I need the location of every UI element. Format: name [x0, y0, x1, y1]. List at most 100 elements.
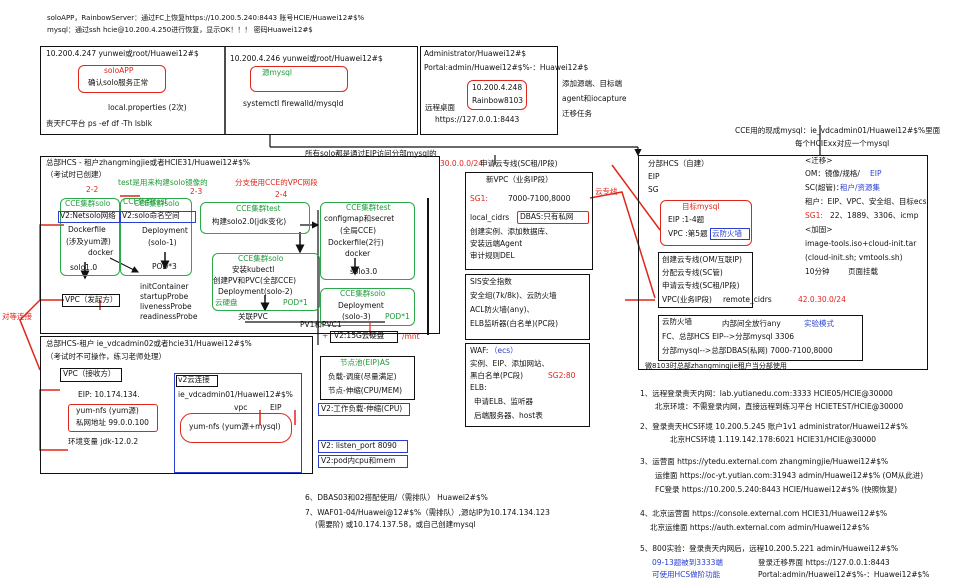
- sg2-80: SG2:80: [548, 371, 576, 380]
- systemctl-label: systemctl firewalld/mysqld: [243, 99, 344, 108]
- dockerfile-1-note: (涉及yum源): [66, 237, 111, 246]
- create-3: 审计规则DEL: [470, 251, 515, 260]
- all-cce: (全局CCE): [340, 226, 377, 235]
- waf-ecs: （ecs）: [490, 346, 518, 355]
- test-note: test是用来构建solo镜像的: [118, 178, 208, 187]
- target-mysql: 目标mysql: [682, 202, 720, 211]
- sg1-label: SG1:: [470, 194, 488, 203]
- waf-box: [465, 343, 590, 427]
- v2-cloud-label-box: [176, 375, 218, 387]
- note-6: 6、DBAS03和02搭配使用/（需排队） Huawei2#$%: [305, 493, 488, 502]
- migrate-label: <迁移>: [805, 156, 833, 165]
- solo-3: (solo-3): [342, 312, 371, 321]
- link-pvc: 关联PVC: [238, 312, 268, 321]
- vpc-ip: VPC(业务IP段): [662, 295, 712, 304]
- cce-test-2: CCE集群test: [236, 204, 281, 213]
- tenant2-title: 总部HCS-租户 ie_vdcadmin02或者hcie31/Huawei12#…: [46, 339, 252, 348]
- elb-1: 申请ELB、监听器: [474, 397, 534, 406]
- cloud-init: (cloud-init.sh; vmtools.sh): [805, 253, 903, 262]
- host2-label: 10.200.4.246 yunwei或root/Huawei12#$: [230, 54, 383, 63]
- right-sg1-ports: 22、1889、3306、icmp: [830, 211, 919, 220]
- item-3c: FC登录 https://10.200.5.240:8443 HCIE/Huaw…: [655, 485, 898, 494]
- waf-2: 黑白名单(PC段): [470, 371, 524, 380]
- v2-work-box: [318, 403, 410, 416]
- task1: 添加源端、目标端: [562, 79, 622, 88]
- item-1a: 1、远程登录责天内网：lab.yutianedu.com:3333 HCIE05…: [640, 389, 893, 398]
- item-4b: 北京运维面 https://auth.external.com admin/Hu…: [650, 523, 870, 532]
- main-title: 总部HCS - 租户zhangmingjie或者HCIE31/Huawei12#…: [46, 158, 251, 167]
- new-vpc: 新VPC（业务IP段）: [486, 175, 553, 184]
- target-mysql-box: [660, 200, 752, 246]
- add-label: <加固>: [805, 225, 833, 234]
- right-sg1: SG1:: [805, 211, 823, 220]
- top-note-2: mysql：通过ssh hcie@10.200.4.250进行恢复，显示OK！！…: [47, 26, 313, 34]
- admin-label: Administrator/Huawei12#$: [424, 49, 527, 58]
- step-2-3: 2-3: [190, 187, 203, 196]
- branch-hcs-box: [638, 155, 928, 370]
- soloapp-label: soloAPP: [104, 66, 134, 75]
- v2-work: V2:工作负载-伸缩(CPU): [321, 404, 403, 413]
- cce-note-1: CCE用的现成mysql：ie_vdcadmin01/Huawei12#$%里面: [735, 126, 941, 135]
- firewall-box: [658, 315, 863, 361]
- vpc-5: VPC :第5题: [668, 229, 708, 238]
- vpc-receiver: VPC（接收方）: [63, 369, 116, 378]
- task3: 迁移任务: [562, 109, 592, 118]
- branch-sg: SG: [648, 185, 659, 194]
- hcs-tenant-2-box: [40, 336, 313, 474]
- deployment-1: Deployment: [142, 226, 188, 235]
- sg1-ports: 7000-7100,8000: [508, 194, 571, 203]
- new-vpc-box: [465, 172, 593, 270]
- rainbow-url: https://127.0.0.1:8443: [435, 115, 520, 124]
- main-hcs-box: [40, 156, 440, 334]
- yum-mysql-box: [180, 413, 292, 443]
- remote-cidrs: remote_cidrs: [723, 295, 772, 304]
- confirm-label: 确认solo服务正常: [88, 78, 149, 87]
- cce-solo-2-box: [120, 198, 192, 276]
- configmap: configmap和secret: [324, 214, 395, 223]
- apply-line-right: 申请云专线(SC租/IP段): [662, 281, 740, 290]
- om-eip: EIP: [870, 169, 882, 178]
- waf-1: 实例、EIP、添加网站、: [470, 359, 549, 368]
- item-5b: 09-13题被到3333端: [652, 558, 723, 567]
- install-kubectl: 安装kubectl: [232, 265, 275, 274]
- step-2-4: 2-4: [275, 190, 288, 199]
- portal-label: Portal:admin/Huawei12#$%-：Huawei12#$: [424, 63, 589, 72]
- right-footer: 微8103时总部zhangmingjie租户当分部使用: [645, 362, 787, 370]
- fc-platform: 责天FC平台 ps -ef df -Th lsblk: [46, 119, 153, 128]
- migration-box: [420, 46, 558, 135]
- branch-note: 分支使用CCE的VPC网段: [235, 178, 318, 187]
- create-2: 安装远端Agent: [470, 239, 523, 248]
- ten-min: 10分钟: [805, 267, 830, 276]
- deployment-2: Deployment(solo-2): [218, 287, 293, 296]
- task2: agent和iocapture: [562, 94, 627, 103]
- cce-solo-4: CCE集群solo: [340, 289, 386, 298]
- remote-desktop: 远程桌面: [425, 103, 455, 112]
- dockerfile-1: Dockerfile: [68, 225, 106, 234]
- cloud-line: 云专线: [595, 187, 618, 196]
- sis-2: ACL防火墙(any)、: [470, 305, 535, 314]
- local-cidrs: local_cidrs: [470, 213, 510, 222]
- item-5e: Portal:admin/Huawei12#$%-：Huawei12#$%: [758, 570, 930, 579]
- build-solo-2: 构建solo2.0(jdk变化): [212, 217, 287, 226]
- branch-eip: EIP: [648, 172, 660, 181]
- v2-15g-box: [330, 331, 398, 343]
- cce-solo-1-box: [60, 198, 120, 276]
- v2-listen: V2: listen_port 8090: [321, 441, 397, 450]
- env-var: 环境变量 jdk-12.0.2: [68, 437, 139, 446]
- item-2a: 2、登录责天HCS环境 10.200.5.245 账户1v1 administr…: [640, 422, 908, 431]
- cce-solo-3: CCE集群solo: [238, 254, 284, 263]
- segment-42: 42.0.30.0/24: [798, 295, 846, 304]
- cce-solo-2: CCE集群solo: [134, 199, 180, 208]
- sis-title: SIS安全指数: [470, 277, 512, 286]
- note-7b: (需要阶) 或10.174.137.58，或自己创建mysql: [315, 520, 476, 529]
- yum-label: yum-nfs (yum源): [76, 406, 139, 415]
- docker-1: docker: [88, 248, 114, 257]
- private-ip: 私网地址 99.0.0.100: [76, 418, 149, 427]
- local-properties: local.properties (2次): [108, 103, 187, 112]
- fw-mode: 实验模式: [804, 319, 834, 328]
- waf-title: WAF:: [470, 346, 489, 355]
- tenant2-sub: （考试时不可操作，练习老师处理）: [46, 352, 166, 361]
- create-pv-pvc: 创建PV和PVC(全部CCE): [213, 276, 297, 285]
- sis-3: ELB监听器(白名单)(PC段): [470, 319, 559, 328]
- tenant2-eip: EIP: 10.174.134.: [78, 390, 140, 399]
